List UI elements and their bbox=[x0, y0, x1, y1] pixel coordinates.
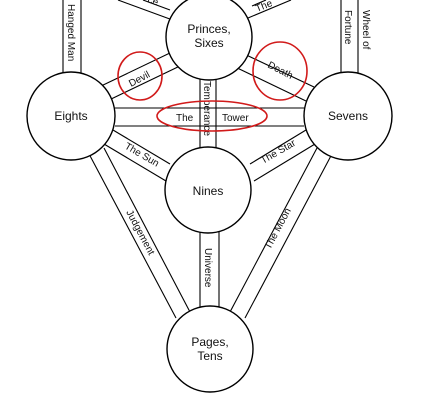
path-temperance bbox=[199, 79, 217, 152]
node-label-sixes: Sixes bbox=[194, 36, 223, 50]
highlight-death bbox=[252, 41, 308, 101]
path-label-tower: Tower bbox=[222, 113, 249, 124]
path-devil bbox=[98, 51, 183, 102]
node-label-nines: Nines bbox=[193, 184, 224, 198]
path-hanged-man bbox=[62, 0, 82, 76]
path-wheel-of-fortune bbox=[340, 0, 359, 76]
path-label-fortune: Fortune bbox=[342, 10, 353, 45]
highlight-devil bbox=[117, 51, 163, 101]
path-the-tower bbox=[115, 107, 304, 127]
path-label-top-left-partial: ce bbox=[146, 0, 160, 9]
path-label-hanged-man: Hanged Man bbox=[65, 4, 76, 61]
path-top-right-partial bbox=[247, 0, 292, 19]
node-eights: Eights bbox=[26, 71, 116, 161]
node-label-sevens: Sevens bbox=[328, 109, 368, 123]
highlight-the-tower bbox=[156, 100, 268, 132]
path-label-universe: Universe bbox=[202, 248, 213, 288]
node-pages-tens: Pages, Tens bbox=[166, 305, 254, 393]
path-label-the-star: The Star bbox=[259, 138, 298, 167]
node-label-princes: Princes, bbox=[187, 22, 230, 36]
path-label-temperance: Temperance bbox=[201, 81, 212, 136]
node-sevens: Sevens bbox=[303, 71, 393, 161]
path-label-death: Death bbox=[266, 60, 295, 82]
path-label-top-right-partial: The bbox=[254, 0, 275, 15]
path-label-devil: Devil bbox=[127, 69, 152, 89]
path-universe bbox=[199, 228, 220, 312]
node-princes-sixes: Princes, Sixes bbox=[165, 0, 253, 81]
node-label-tens: Tens bbox=[197, 349, 222, 363]
node-nines: Nines bbox=[164, 146, 252, 234]
path-label-wheel-of: Wheel of bbox=[360, 10, 371, 50]
node-label-eights: Eights bbox=[54, 109, 87, 123]
path-label-the: The bbox=[176, 113, 194, 124]
path-label-the-moon: The Moon bbox=[263, 206, 294, 251]
path-the-moon bbox=[229, 147, 334, 319]
node-label-pages: Pages, bbox=[191, 335, 228, 349]
path-judgement bbox=[87, 147, 191, 319]
path-the-sun bbox=[103, 129, 171, 182]
path-the-star bbox=[249, 129, 316, 182]
path-top-left-partial bbox=[117, 0, 179, 23]
path-death bbox=[230, 51, 315, 102]
